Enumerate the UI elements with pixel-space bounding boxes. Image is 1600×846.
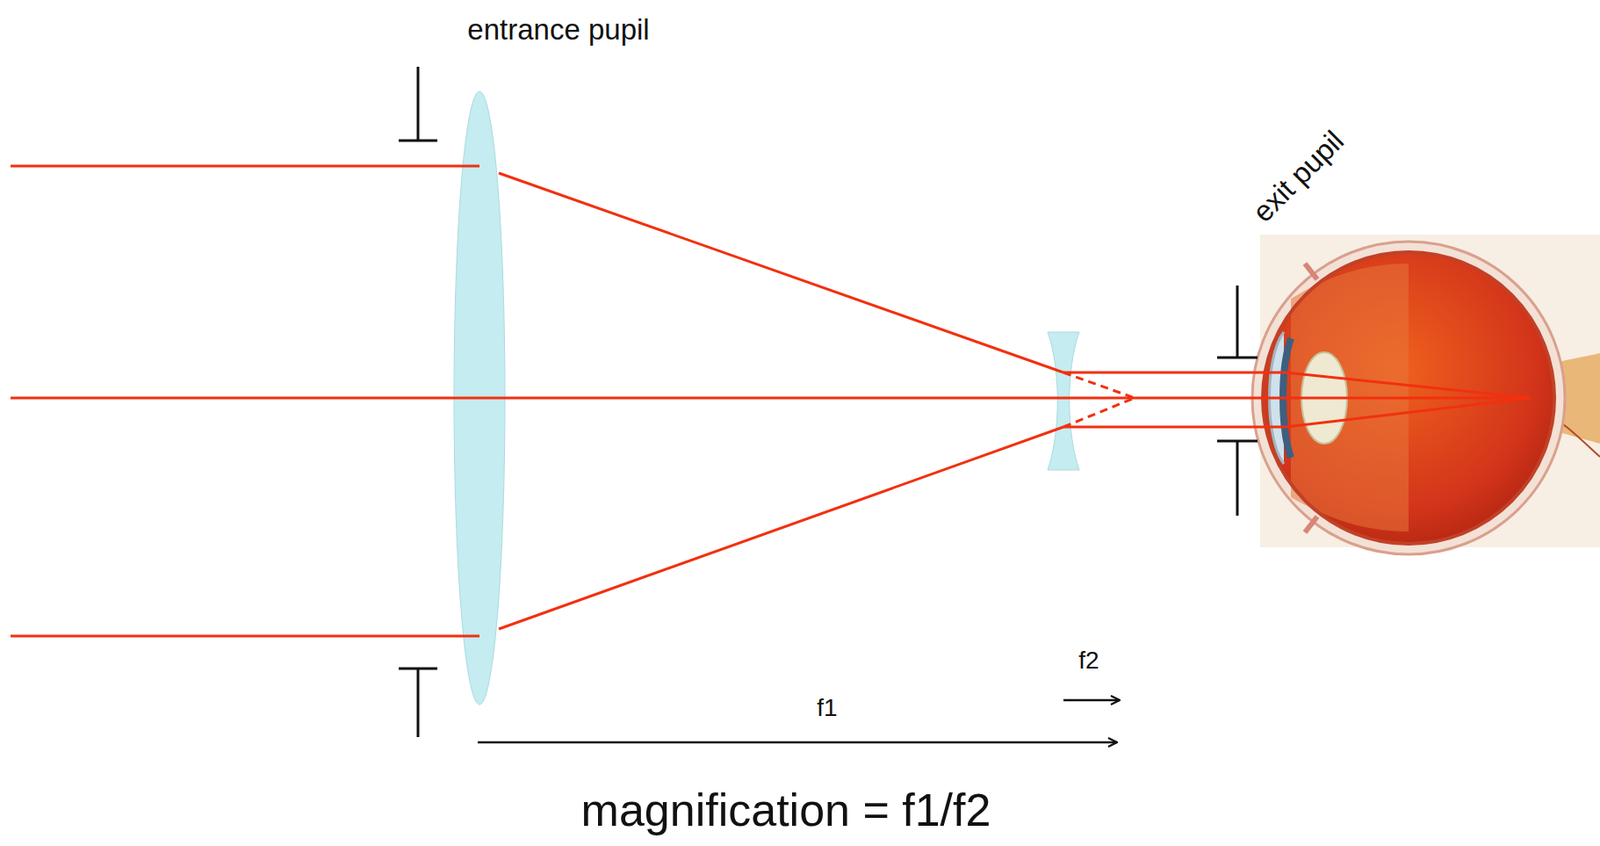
pupil-markers bbox=[398, 66, 1258, 737]
eye-illustration bbox=[1252, 234, 1600, 555]
pupil-label: entrance pupil bbox=[467, 14, 649, 44]
focal-length-arrows bbox=[477, 699, 1120, 743]
concave-lens bbox=[1047, 331, 1080, 470]
formula-label: magnification = f1/f2 bbox=[581, 786, 992, 833]
focal-length-label: f2 bbox=[1078, 648, 1099, 673]
light-rays bbox=[10, 165, 1531, 636]
pupil-label: exit pupil bbox=[1246, 124, 1348, 226]
focal-length-label: f1 bbox=[816, 695, 837, 721]
